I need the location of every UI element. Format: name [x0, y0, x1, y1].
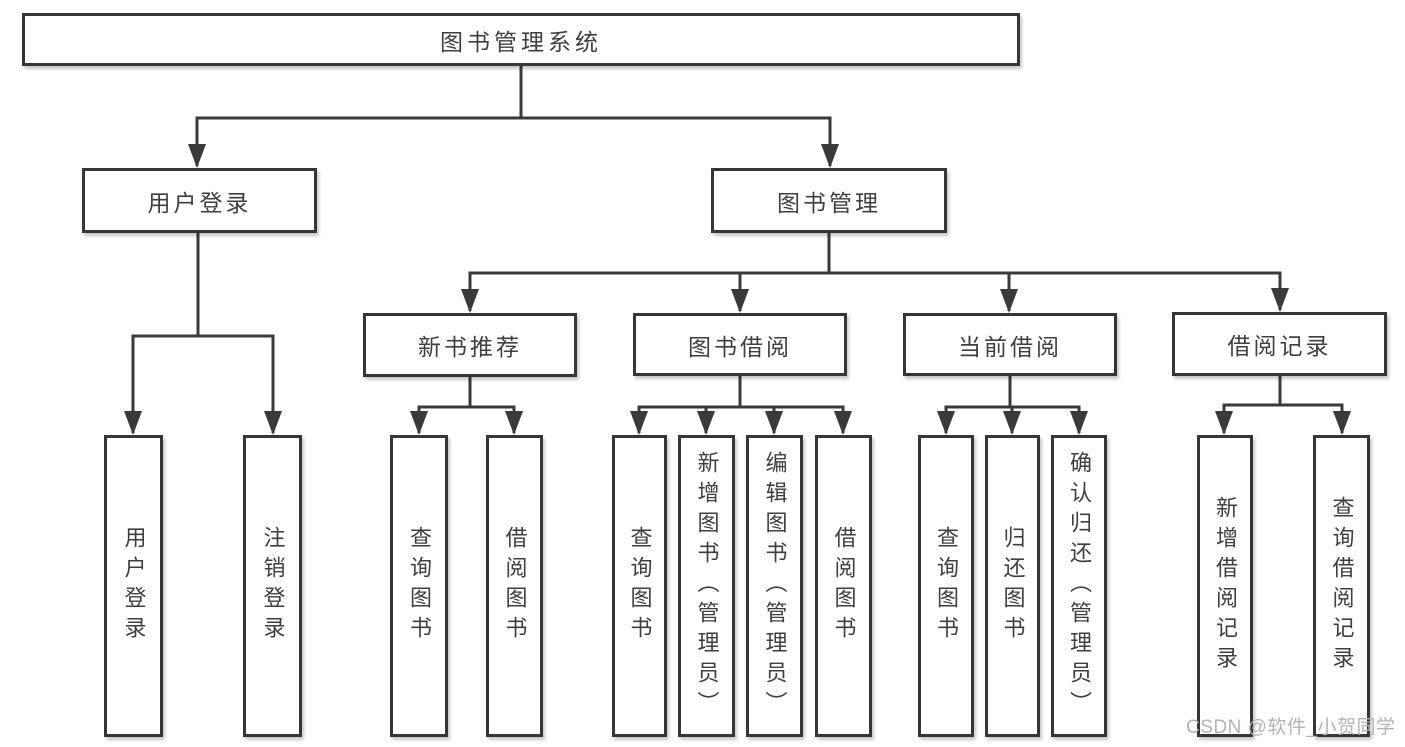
leaf-label: 编辑图书（管理员） [762, 451, 788, 721]
node-user-login: 用户登录 [82, 168, 317, 233]
leaf-label: 借阅图书 [502, 526, 528, 646]
leaf-label: 借阅图书 [831, 526, 857, 646]
leaf-label: 注销登录 [260, 526, 286, 646]
leaf-label: 用户登录 [121, 526, 147, 646]
leaf-label: 查询图书 [627, 526, 653, 646]
connector-current-to-leaves [937, 376, 1088, 435]
connector-root-to-level2 [188, 64, 839, 168]
leaf-label: 归还图书 [1000, 526, 1026, 646]
node-leaf-recommend-borrow-book: 借阅图书 [486, 435, 543, 737]
node-current-borrow: 当前借阅 [903, 313, 1117, 376]
node-book-borrow: 图书借阅 [633, 313, 847, 376]
node-leaf-user-login: 用户登录 [104, 435, 163, 737]
node-leaf-borrow-borrow-book: 借阅图书 [815, 435, 872, 737]
csdn-watermark: CSDN @软件_小贺同学 [1186, 717, 1396, 738]
node-borrow-record: 借阅记录 [1172, 312, 1387, 376]
leaf-label: 新增借阅记录 [1213, 496, 1238, 676]
node-new-book-recommend: 新书推荐 [363, 313, 577, 377]
leaf-label: 查询图书 [407, 526, 432, 646]
connector-recommend-to-leaves [410, 377, 523, 435]
leaf-label: 查询图书 [934, 526, 959, 646]
connector-record-to-leaves [1215, 376, 1351, 435]
node-leaf-borrow-add-book: 新增图书（管理员） [678, 435, 735, 737]
node-leaf-record-query: 查询借阅记录 [1313, 435, 1370, 737]
node-leaf-record-add: 新增借阅记录 [1197, 435, 1253, 737]
node-leaf-logout: 注销登录 [243, 435, 302, 737]
node-root-library-system: 图书管理系统 [22, 13, 1020, 66]
connector-userlogin-to-leaves [124, 233, 282, 435]
leaf-label: 新增图书（管理员） [694, 451, 720, 721]
node-book-management: 图书管理 [711, 168, 947, 233]
node-leaf-borrow-query-book: 查询图书 [612, 435, 667, 737]
node-leaf-current-query-book: 查询图书 [918, 435, 974, 737]
node-leaf-recommend-query-book: 查询图书 [390, 435, 448, 737]
connector-bookmgmt-to-level3 [461, 233, 1289, 313]
connector-borrow-to-leaves [630, 376, 852, 435]
leaf-label: 查询借阅记录 [1329, 496, 1355, 676]
leaf-label: 确认归还（管理员） [1067, 451, 1092, 721]
node-leaf-current-return-book: 归还图书 [985, 435, 1040, 737]
node-leaf-borrow-edit-book: 编辑图书（管理员） [746, 435, 803, 737]
node-leaf-current-confirm-return: 确认归还（管理员） [1051, 435, 1107, 737]
